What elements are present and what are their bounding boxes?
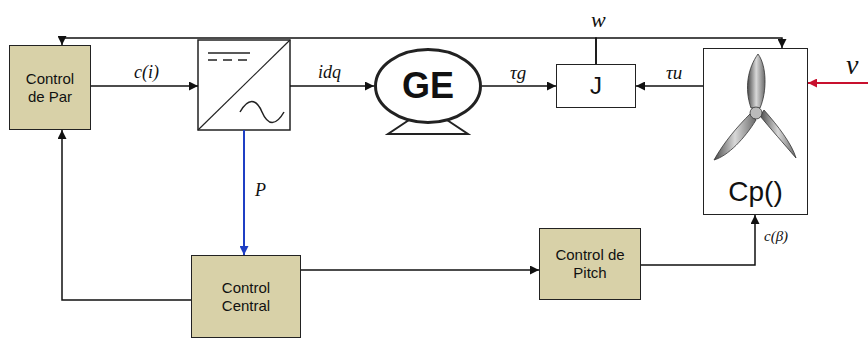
node-text: Cp() xyxy=(728,176,782,208)
inertia-box: J xyxy=(556,64,636,108)
signal-connector xyxy=(641,215,755,265)
signal-connector xyxy=(62,38,596,64)
node-text: Control Central xyxy=(198,279,294,315)
signal-name: v xyxy=(844,50,860,80)
signal-name: τu xyxy=(664,62,684,83)
power-wire xyxy=(243,130,245,255)
signal-wire xyxy=(290,85,374,87)
signal-connector xyxy=(596,38,782,64)
controller-box: Control de Pitch xyxy=(539,228,641,300)
converter-symbol xyxy=(198,40,290,130)
signal-name: P xyxy=(253,180,268,200)
signal-wire xyxy=(90,85,198,87)
signal-name: τg xyxy=(508,62,528,83)
signal-name: c(i) xyxy=(132,62,161,82)
controller-box: Control de Par xyxy=(9,45,91,130)
turbine-box: Cp() xyxy=(703,48,808,215)
turbine-rotor xyxy=(714,54,796,160)
node-text: J xyxy=(590,72,602,100)
controller-box: Control Central xyxy=(191,255,301,338)
node-text: GE xyxy=(402,65,454,107)
signal-connector xyxy=(62,130,191,300)
signal-connector xyxy=(482,85,556,87)
wind-input xyxy=(808,82,868,84)
signal-connector xyxy=(301,269,539,271)
signal-name: c(β) xyxy=(762,228,790,245)
node-text: Control de Par xyxy=(16,70,84,106)
generator-ellipse: GE xyxy=(374,48,482,124)
signal-name: idq xyxy=(316,62,343,82)
signal-connector xyxy=(636,85,703,87)
node-text: Control de Pitch xyxy=(546,246,634,282)
signal-name: w xyxy=(589,8,608,32)
